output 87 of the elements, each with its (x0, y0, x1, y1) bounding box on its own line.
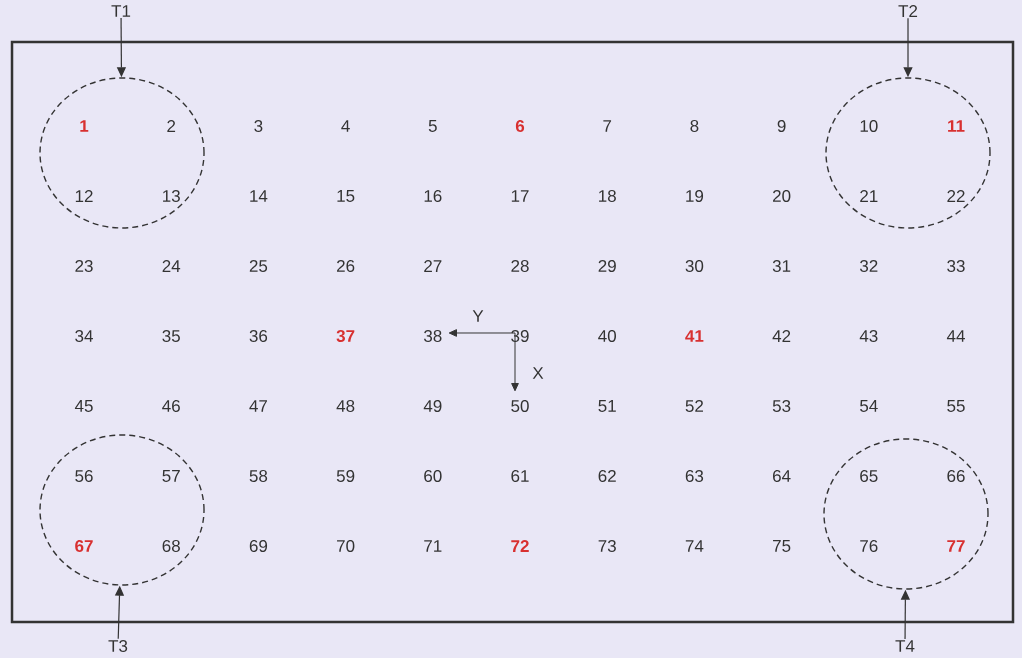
dashed-circle (823, 438, 989, 590)
number-label: 54 (860, 400, 878, 412)
number-label: 76 (860, 539, 878, 552)
node-label: T2 (898, 5, 918, 17)
number-label: 58 (249, 469, 268, 482)
number-label: 4 (341, 120, 350, 132)
number-label: 3 (254, 119, 263, 132)
number-label: 70 (337, 539, 355, 552)
number-label: 13 (163, 189, 180, 202)
number-label: 38 (424, 329, 442, 342)
number-label: 77 (947, 540, 965, 552)
number-label: 42 (772, 330, 791, 342)
number-label: 21 (860, 190, 878, 202)
number-label: 50 (511, 399, 529, 412)
number-label: 75 (773, 540, 791, 552)
number-label: 69 (249, 539, 268, 552)
number-label: X (532, 367, 544, 379)
number-label: 26 (337, 259, 355, 272)
number-label: 6 (515, 119, 525, 132)
number-label: 57 (162, 470, 180, 482)
number-label: 47 (249, 400, 267, 412)
number-label: 5 (428, 120, 437, 132)
number-label: 16 (424, 189, 442, 202)
number-label: 7 (603, 120, 612, 132)
number-label: 27 (424, 260, 442, 272)
number-label: Y (472, 310, 484, 322)
number-label: 30 (685, 259, 704, 272)
number-label: 43 (859, 329, 878, 342)
number-label: 68 (162, 539, 180, 552)
number-label: 12 (75, 190, 93, 202)
number-label: 41 (685, 330, 704, 342)
number-label: 56 (75, 469, 93, 482)
number-label: 55 (947, 400, 965, 412)
number-label: 23 (75, 259, 93, 272)
number-label: 49 (423, 399, 442, 412)
number-label: 2 (167, 120, 176, 132)
number-label: 74 (685, 540, 704, 552)
number-label: 1 (80, 120, 89, 132)
number-label: 35 (162, 329, 180, 342)
number-label: 37 (336, 329, 355, 342)
dashed-circle (39, 434, 205, 586)
number-label: 18 (599, 189, 616, 202)
number-label: 65 (860, 469, 878, 482)
number-label: 51 (598, 400, 616, 412)
number-label: 73 (598, 539, 616, 552)
number-label: 48 (336, 399, 355, 412)
number-label: 44 (946, 330, 965, 342)
number-label: 64 (773, 469, 791, 482)
number-label: 20 (773, 189, 791, 202)
node-label: T3 (108, 639, 128, 652)
number-label: 31 (772, 259, 791, 272)
number-label: 63 (685, 469, 704, 482)
number-label: 61 (511, 469, 529, 482)
number-label: 53 (772, 399, 791, 412)
number-label: 45 (74, 400, 93, 412)
number-label: 17 (511, 190, 529, 202)
number-label: 11 (948, 120, 965, 132)
number-label: 46 (162, 399, 180, 412)
number-label: 34 (75, 329, 93, 342)
number-label: 62 (598, 469, 616, 482)
number-label: 25 (249, 259, 268, 272)
node-label: T1 (111, 5, 131, 17)
number-label: 15 (337, 190, 355, 202)
node-label: T4 (895, 640, 915, 652)
number-label: 28 (511, 259, 529, 272)
dashed-circle (39, 77, 205, 229)
number-label: 24 (162, 260, 181, 272)
number-label: 29 (598, 259, 616, 272)
number-label: 19 (686, 189, 704, 202)
number-label: 40 (598, 329, 616, 342)
number-label: 22 (947, 190, 965, 202)
number-label: 72 (511, 540, 529, 552)
dashed-circle (825, 77, 991, 229)
number-label: 32 (860, 259, 878, 272)
number-label: 60 (424, 469, 442, 482)
number-label: 59 (336, 469, 355, 482)
number-label: 66 (947, 469, 965, 482)
number-label: 39 (511, 329, 529, 342)
number-label: 8 (690, 119, 699, 132)
number-label: 33 (947, 259, 965, 272)
number-label: 14 (250, 190, 268, 202)
number-label: 9 (777, 119, 786, 132)
number-label: 10 (860, 119, 878, 132)
number-label: 36 (249, 329, 268, 342)
number-label: 67 (75, 539, 93, 552)
number-label: 71 (424, 540, 442, 552)
number-label: 52 (685, 399, 703, 412)
